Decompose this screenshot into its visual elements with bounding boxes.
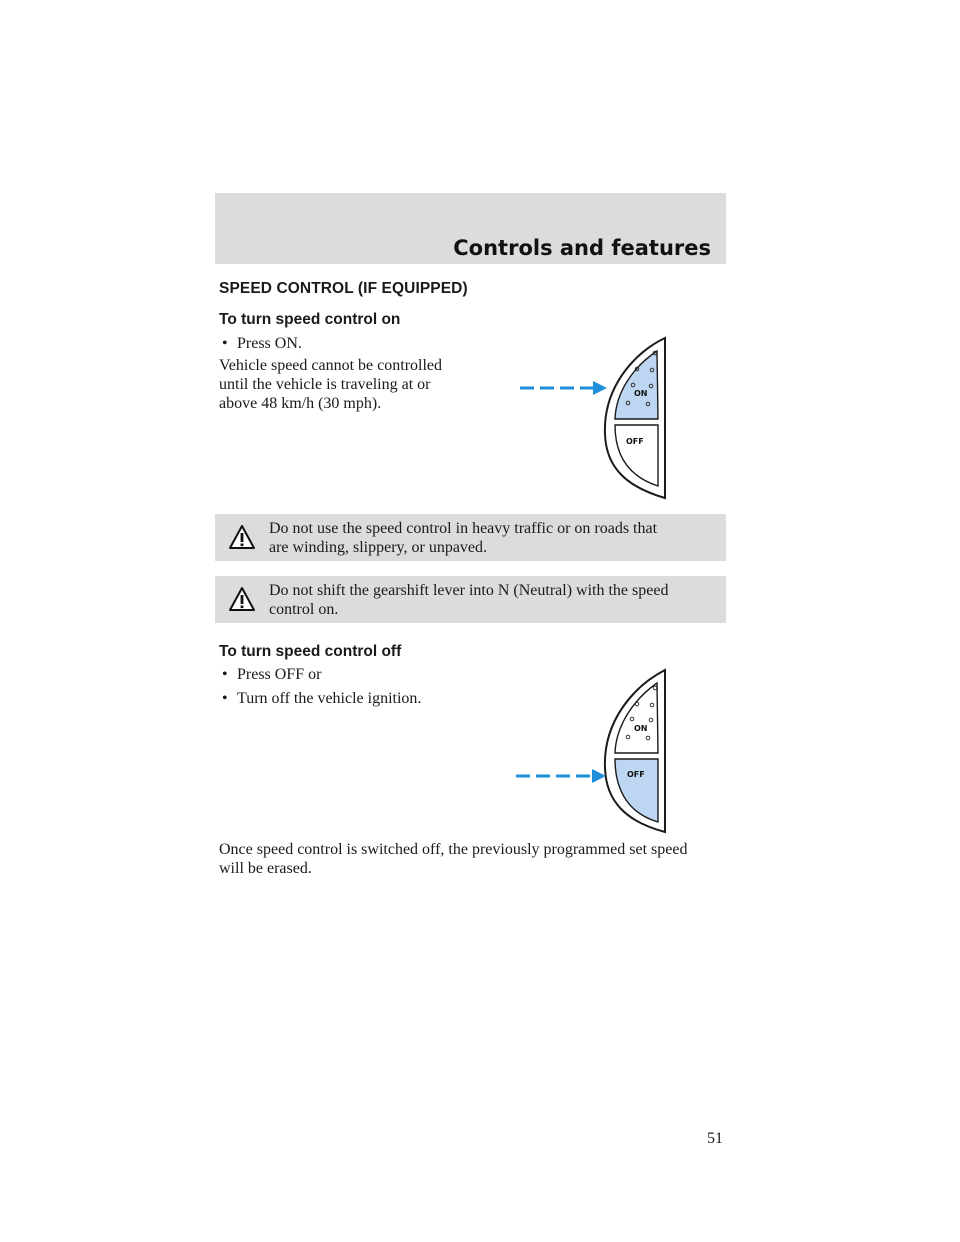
list-item: • Press ON. bbox=[222, 335, 302, 353]
list-item: • Turn off the vehicle ignition. bbox=[222, 690, 421, 708]
arrow-icon bbox=[516, 769, 606, 783]
page-number: 51 bbox=[707, 1130, 723, 1147]
on-label: ON bbox=[634, 389, 648, 398]
warning-box: Do not shift the gearshift lever into N … bbox=[215, 576, 726, 623]
bullet-text: Press OFF or bbox=[237, 666, 322, 683]
bullet-dot: • bbox=[222, 666, 228, 683]
off-button bbox=[614, 758, 659, 823]
turn-on-note: Vehicle speed cannot be controlled until… bbox=[219, 356, 442, 413]
bullet-text: Press ON. bbox=[237, 335, 302, 352]
bullet-dot: • bbox=[222, 690, 228, 707]
dots-icon bbox=[625, 350, 658, 407]
turn-on-heading: To turn speed control on bbox=[219, 311, 401, 328]
speed-control-on-diagram: ON OFF bbox=[520, 336, 666, 500]
note-line: Vehicle speed cannot be controlled bbox=[219, 357, 443, 374]
off-label: OFF bbox=[627, 770, 645, 779]
bullet-dot: • bbox=[222, 335, 228, 352]
dots-icon bbox=[625, 685, 658, 741]
turn-off-heading: To turn speed control off bbox=[219, 643, 402, 660]
closing-line: will be erased. bbox=[219, 860, 312, 877]
warning-icon bbox=[229, 525, 255, 549]
speed-control-off-diagram: ON OFF bbox=[516, 668, 666, 834]
header-band: Controls and features bbox=[215, 193, 726, 264]
warning-box: Do not use the speed control in heavy tr… bbox=[215, 514, 726, 561]
warning-line: are winding, slippery, or unpaved. bbox=[269, 538, 488, 556]
closing-paragraph: Once speed control is switched off, the … bbox=[219, 840, 687, 878]
warning-text: Do not use the speed control in heavy tr… bbox=[269, 520, 714, 557]
arrow-icon bbox=[520, 381, 607, 395]
closing-line: Once speed control is switched off, the … bbox=[219, 841, 688, 858]
bullet-text: Turn off the vehicle ignition. bbox=[237, 690, 422, 707]
note-line: until the vehicle is traveling at or bbox=[219, 376, 431, 393]
page-heading: SPEED CONTROL (IF EQUIPPED) bbox=[219, 280, 468, 297]
list-item: • Press OFF or bbox=[222, 666, 321, 684]
warning-line: control on. bbox=[269, 600, 339, 618]
note-line: above 48 km/h (30 mph). bbox=[219, 395, 382, 412]
section-title: Controls and features bbox=[453, 236, 711, 260]
on-label: ON bbox=[634, 724, 648, 733]
warning-text: Do not shift the gearshift lever into N … bbox=[269, 582, 714, 619]
warning-line: Do not shift the gearshift lever into N … bbox=[269, 582, 669, 599]
off-label: OFF bbox=[626, 437, 644, 446]
on-button bbox=[614, 681, 659, 754]
warning-line: Do not use the speed control in heavy tr… bbox=[269, 520, 658, 537]
warning-icon bbox=[229, 587, 255, 611]
off-button bbox=[614, 424, 659, 487]
